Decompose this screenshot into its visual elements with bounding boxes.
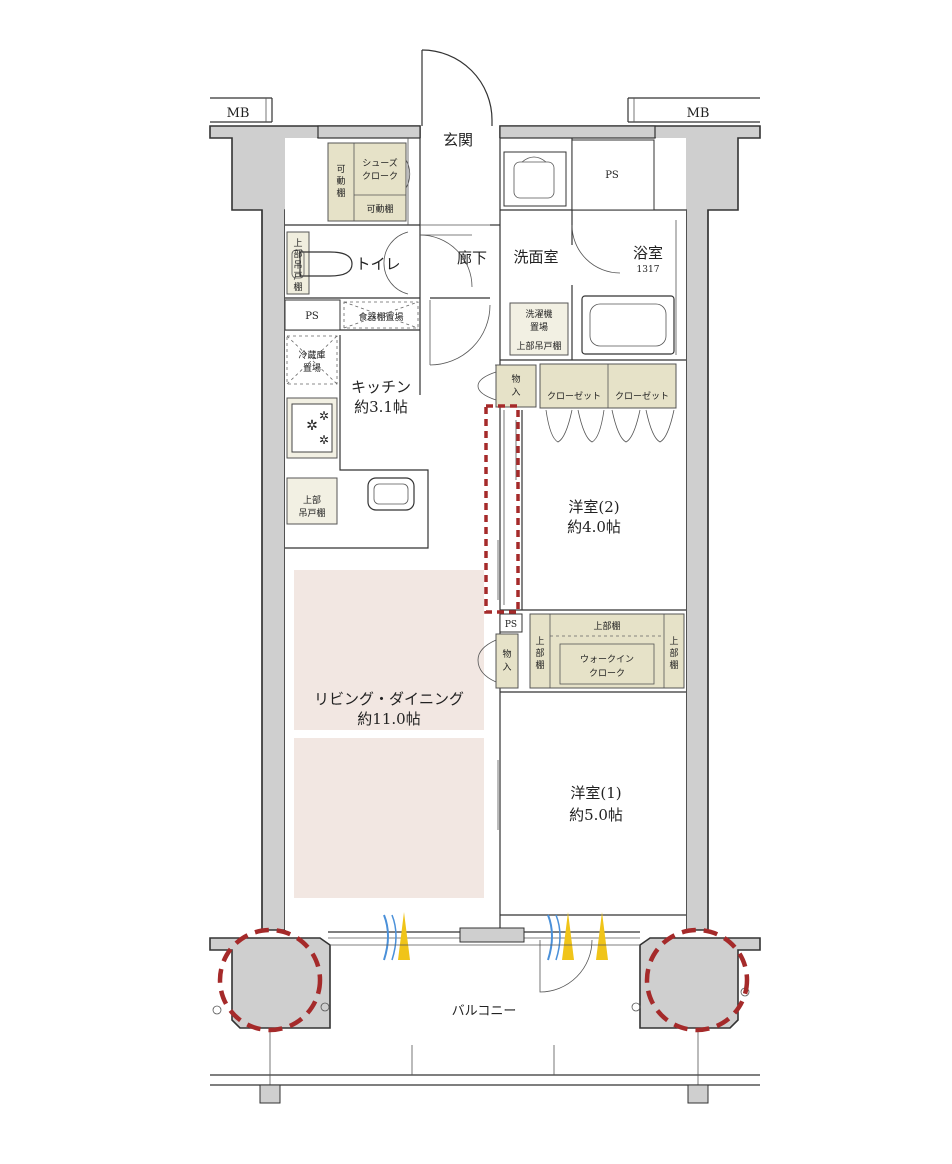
entrance-label: 玄関	[443, 131, 473, 149]
bathroom: 浴室 1317	[581, 220, 677, 355]
shoe-cloak-label-2: クローク	[362, 171, 398, 182]
living-size: 約11.0帖	[357, 710, 420, 728]
western2-label: 洋室(2)	[568, 498, 619, 516]
vent-markers	[383, 912, 608, 961]
western1-label: 洋室(1)	[570, 784, 621, 802]
toilet-bowl-icon	[299, 251, 353, 277]
dish-shelf-label: 食器棚置場	[358, 311, 403, 323]
stove-icon	[291, 403, 333, 453]
toilet: 上 部 吊 戸 棚 トイレ	[286, 231, 409, 295]
svg-text:上: 上	[293, 238, 302, 249]
entrance-door: 玄関	[421, 49, 493, 149]
vent-blue-icon	[383, 914, 389, 961]
closet-label-1: クローゼット	[547, 390, 601, 402]
kitchen: 食器棚置場 冷蔵庫 置場 ✲ ✲ ✲ 上部 吊戸棚 キッチン 約3.1帖	[286, 301, 419, 525]
hallway-label: 廊下	[457, 249, 487, 267]
balcony: バルコニー	[209, 937, 761, 1104]
bathroom-size: 1317	[637, 265, 660, 275]
svg-text:冷蔵庫: 冷蔵庫	[298, 349, 325, 361]
svg-text:吊: 吊	[293, 260, 302, 271]
balcony-label: バルコニー	[452, 1004, 517, 1019]
hallway: 廊下	[419, 234, 491, 366]
western-room-1: 洋室(1) 約5.0帖	[497, 760, 623, 830]
washroom-label: 洗面室	[513, 248, 558, 266]
svg-text:物: 物	[511, 373, 520, 385]
kitchen-sink-icon	[367, 477, 415, 511]
svg-text:PS: PS	[505, 620, 517, 630]
mb-left-label: MB	[227, 106, 250, 121]
mb-right-label: MB	[687, 106, 710, 121]
ps-kitchen: PS	[284, 299, 341, 331]
svg-text:可: 可	[336, 164, 345, 175]
ps-mid: PS	[499, 613, 523, 633]
upper-shelf-label: 上部棚	[593, 620, 620, 632]
svg-text:✲: ✲	[306, 418, 318, 434]
svg-text:棚: 棚	[669, 659, 678, 671]
svg-text:置場: 置場	[530, 321, 548, 333]
kitchen-label: キッチン	[351, 378, 411, 396]
svg-text:入: 入	[511, 387, 520, 398]
washroom: 洗面室 洗濯機 置場 上部吊戸棚	[503, 151, 621, 356]
svg-text:棚: 棚	[535, 659, 544, 671]
interior-walls	[285, 138, 686, 930]
shoe-cloak-label-1: シューズ	[362, 157, 398, 169]
bathtub-icon	[589, 303, 667, 347]
svg-text:入: 入	[502, 662, 511, 673]
sink-icon	[513, 161, 555, 199]
svg-text:部: 部	[293, 248, 302, 260]
walk-in-closet: 上部棚 上 部 棚 上 部 棚 ウォークイン クローク 物 入	[477, 613, 685, 689]
svg-text:置場: 置場	[303, 362, 321, 374]
shoe-cloak: 可 動 棚 シューズ クローク 可動棚	[327, 142, 411, 222]
living-label: リビング・ダイニング	[314, 690, 464, 708]
mb-right: MB	[627, 97, 760, 123]
walkin-label-1: ウォークイン	[580, 654, 634, 665]
svg-text:上: 上	[535, 636, 544, 647]
svg-text:上部: 上部	[303, 494, 321, 506]
svg-text:洗濯機: 洗濯機	[525, 308, 552, 320]
window-sashes	[328, 927, 640, 993]
living-dining: リビング・ダイニング 約11.0帖	[294, 570, 484, 898]
western2-size: 約4.0帖	[567, 518, 621, 536]
svg-text:戸: 戸	[293, 271, 302, 282]
svg-text:棚: 棚	[293, 281, 302, 293]
highlight-column-left	[217, 927, 323, 1033]
svg-text:PS: PS	[305, 311, 319, 322]
western-room-2: 洋室(2) 約4.0帖	[497, 410, 621, 605]
svg-text:物: 物	[502, 648, 511, 660]
highlight-partition	[484, 404, 520, 614]
kitchen-size: 約3.1帖	[354, 398, 408, 416]
svg-text:✲: ✲	[319, 433, 329, 447]
svg-text:部: 部	[669, 647, 678, 659]
upper-cabinet-washer: 上部吊戸棚	[516, 340, 561, 352]
vent-yellow-icon	[398, 912, 410, 960]
svg-text:PS: PS	[605, 170, 619, 181]
svg-text:✲: ✲	[319, 409, 329, 423]
bathroom-label: 浴室	[633, 244, 663, 262]
svg-text:棚: 棚	[336, 187, 345, 199]
svg-text:部: 部	[535, 647, 544, 659]
movable-shelf-label: 可動棚	[366, 203, 393, 215]
mb-left: MB	[210, 97, 273, 123]
closet-label-2: クローゼット	[615, 390, 669, 402]
toilet-label: トイレ	[355, 255, 400, 273]
ps-top-right: PS	[571, 139, 655, 211]
western1-size: 約5.0帖	[569, 806, 623, 824]
highlight-column-right	[644, 927, 750, 1033]
svg-text:動: 動	[336, 176, 345, 187]
svg-text:上: 上	[669, 636, 678, 647]
closet-area: 物 入 クローゼット クローゼット	[477, 363, 677, 443]
svg-text:吊戸棚: 吊戸棚	[298, 507, 325, 519]
walkin-label-2: クローク	[589, 668, 625, 679]
